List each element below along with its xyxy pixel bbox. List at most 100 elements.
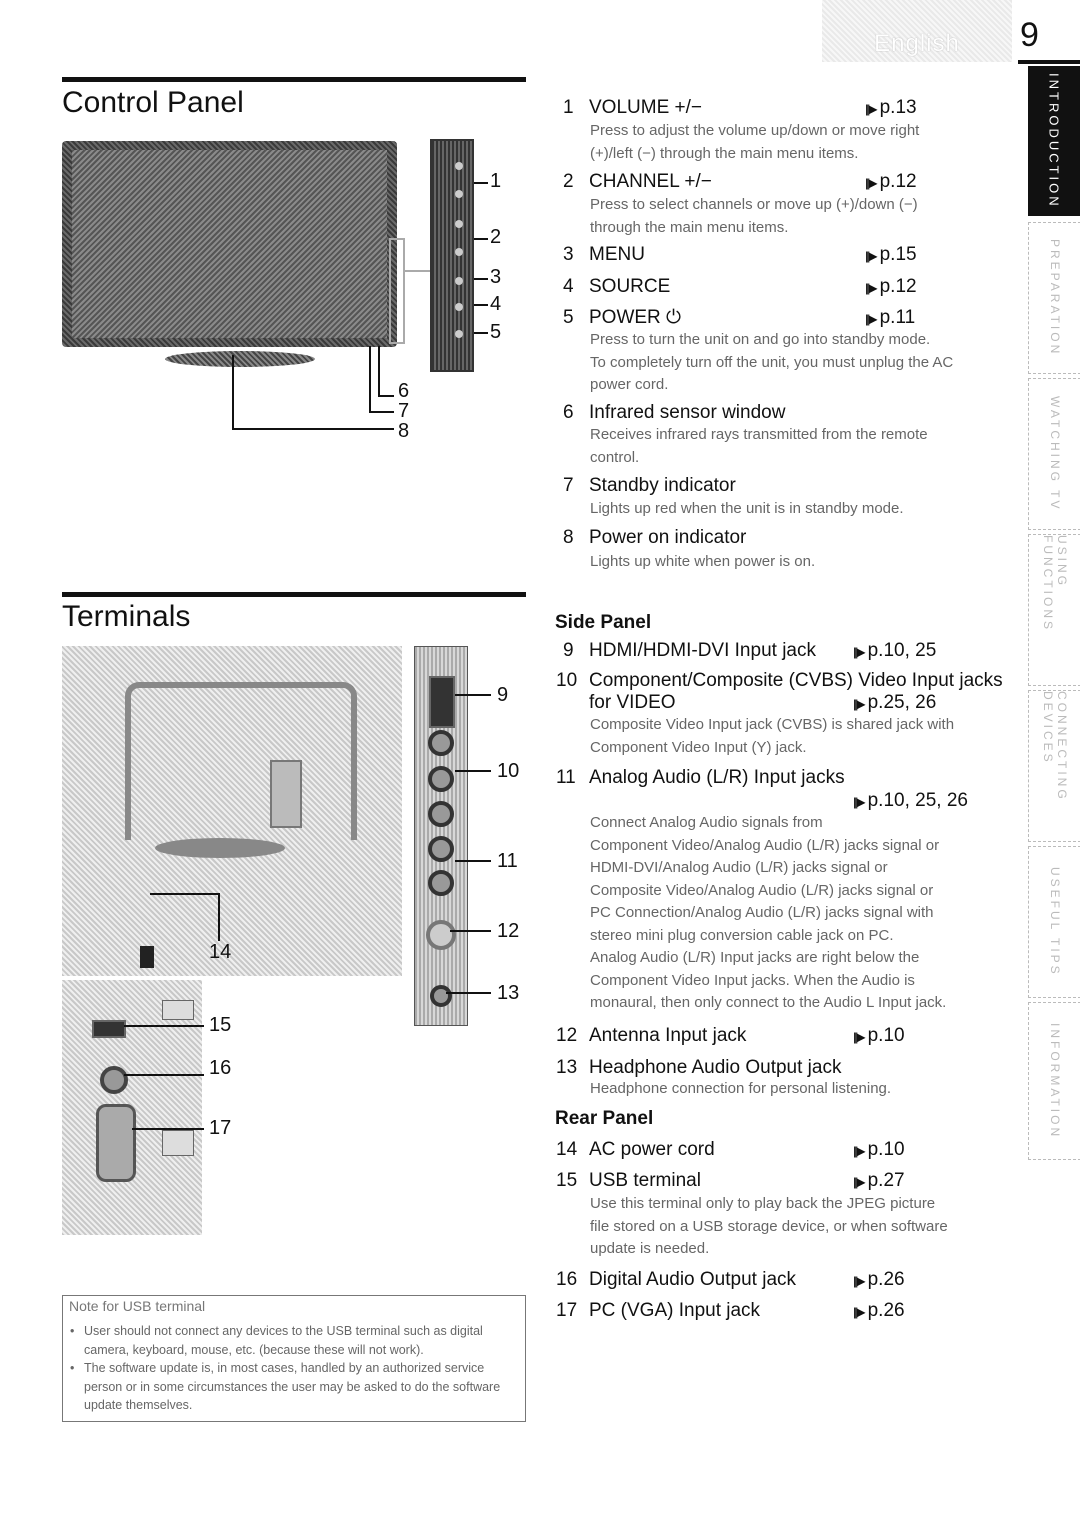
tab-label: USEFUL TIPS bbox=[1048, 867, 1062, 977]
tab-label: WATCHING TV bbox=[1048, 396, 1062, 512]
callout-12: 12 bbox=[497, 920, 520, 942]
audio-jack-icon bbox=[428, 836, 454, 862]
callout-3: 3 bbox=[490, 266, 502, 288]
page-ref[interactable]: |||▶p.26 bbox=[853, 1300, 905, 1322]
item-title: AC power cord bbox=[589, 1139, 715, 1160]
item-description: Composite Video Input jack (CVBS) is sha… bbox=[590, 716, 955, 756]
callout-line bbox=[446, 992, 491, 994]
control-highlight-connector bbox=[403, 270, 431, 272]
callout-line bbox=[455, 770, 491, 772]
callout-2: 2 bbox=[490, 226, 502, 248]
usb-note-box: Note for USB terminal User should not co… bbox=[62, 1295, 526, 1422]
language-label-box: English bbox=[822, 0, 1012, 62]
page-ref-text: p.12 bbox=[879, 171, 917, 192]
callout-15: 15 bbox=[209, 1014, 232, 1036]
item-description: Press to adjust the volume up/down or mo… bbox=[590, 122, 920, 162]
item-number: 12 bbox=[556, 1025, 578, 1046]
page-ref[interactable]: |||▶p.10 bbox=[853, 1139, 905, 1161]
item-title: Headphone Audio Output jack bbox=[589, 1057, 842, 1078]
item-number: 2 bbox=[563, 171, 574, 192]
tab-information[interactable]: INFORMATION bbox=[1028, 1002, 1080, 1160]
item-title: Standby indicator bbox=[589, 475, 736, 496]
tv-stand-illustration bbox=[165, 351, 315, 367]
item-title: HDMI/HDMI-DVI Input jack bbox=[589, 640, 816, 661]
page-number: 9 bbox=[1020, 16, 1039, 54]
ac-plug-icon bbox=[140, 946, 154, 968]
page-ref[interactable]: |||▶p.10 bbox=[853, 1025, 905, 1047]
page-ref-arrow-icon: |||▶ bbox=[853, 1175, 866, 1189]
callout-11: 11 bbox=[497, 850, 518, 872]
callout-9: 9 bbox=[497, 684, 509, 706]
control-panel-title: Control Panel bbox=[62, 86, 244, 119]
page-ref[interactable]: |||▶p.12 bbox=[865, 171, 917, 193]
page-ref-text: p.10, 25 bbox=[867, 640, 937, 661]
page-ref[interactable]: |||▶p.13 bbox=[865, 97, 917, 119]
item-number: 6 bbox=[563, 402, 574, 423]
terminals-rule bbox=[62, 592, 526, 597]
callout-line bbox=[369, 346, 371, 412]
item-number: 15 bbox=[556, 1170, 578, 1191]
page-ref[interactable]: |||▶p.11 bbox=[865, 307, 915, 329]
callout-17: 17 bbox=[209, 1117, 232, 1139]
volume-button-icon bbox=[455, 162, 463, 170]
channel-button-icon bbox=[455, 248, 463, 256]
menu-button-icon bbox=[455, 277, 463, 285]
page-ref[interactable]: |||▶p.10, 25 bbox=[853, 640, 936, 662]
tab-watching-tv[interactable]: WATCHING TV bbox=[1028, 378, 1080, 530]
page-ref[interactable]: |||▶p.12 bbox=[865, 276, 917, 298]
page-ref[interactable]: |||▶p.27 bbox=[853, 1170, 905, 1192]
page-ref-arrow-icon: |||▶ bbox=[865, 312, 878, 326]
item-description: Lights up white when power is on. bbox=[590, 553, 816, 570]
page-ref-text: p.12 bbox=[879, 276, 917, 297]
tab-connecting-devices[interactable]: CONNECTING DEVICES bbox=[1028, 690, 1080, 842]
page-ref-arrow-icon: |||▶ bbox=[865, 281, 878, 295]
page-ref-text: p.10, 25, 26 bbox=[867, 790, 968, 811]
item-title: Digital Audio Output jack bbox=[589, 1269, 797, 1290]
page-ref[interactable]: |||▶p.10, 25, 26 bbox=[853, 790, 968, 812]
tab-introduction[interactable]: INTRODUCTION bbox=[1028, 66, 1080, 216]
item-title: Component/Composite (CVBS) Video Input j… bbox=[589, 670, 1003, 691]
callout-1: 1 bbox=[490, 170, 502, 192]
callout-line bbox=[474, 182, 488, 184]
tab-label: INTRODUCTION bbox=[1046, 73, 1062, 209]
item-number: 5 bbox=[563, 307, 574, 328]
control-highlight-frame bbox=[389, 238, 405, 344]
callout-line bbox=[474, 332, 488, 334]
item-number: 11 bbox=[556, 767, 576, 788]
callout-line bbox=[450, 930, 491, 932]
page-ref[interactable]: |||▶p.15 bbox=[865, 244, 917, 266]
callout-line bbox=[378, 395, 394, 397]
language-label: English bbox=[874, 30, 960, 57]
pc-in-rgb-label-icon bbox=[162, 1130, 194, 1156]
tab-preparation[interactable]: PREPARATION bbox=[1028, 222, 1080, 374]
tv-screen-area bbox=[72, 150, 387, 338]
tab-useful-tips[interactable]: USEFUL TIPS bbox=[1028, 846, 1080, 998]
callout-14: 14 bbox=[209, 941, 232, 963]
item-description: Connect Analog Audio signals from Compon… bbox=[590, 814, 947, 1011]
page-number-rule bbox=[1018, 60, 1080, 64]
tab-label: INFORMATION bbox=[1048, 1022, 1062, 1140]
item-number: 7 bbox=[563, 475, 574, 496]
page-ref[interactable]: |||▶p.26 bbox=[853, 1269, 905, 1291]
antenna-jack-icon bbox=[426, 920, 456, 950]
item-title: USB terminal bbox=[589, 1170, 701, 1191]
item-number: 17 bbox=[556, 1300, 578, 1321]
callout-line bbox=[455, 860, 491, 862]
control-panel-rule bbox=[62, 77, 526, 82]
callout-line bbox=[378, 346, 380, 396]
item-title: Infrared sensor window bbox=[589, 402, 786, 423]
video-jack-icon bbox=[428, 766, 454, 792]
item-description: Press to select channels or move up (+)/… bbox=[590, 196, 918, 236]
usb-port-icon bbox=[92, 1020, 126, 1038]
callout-4: 4 bbox=[490, 293, 502, 315]
callout-13: 13 bbox=[497, 982, 520, 1004]
page-ref[interactable]: |||▶p.25, 26 bbox=[853, 692, 936, 714]
item-description: Use this terminal only to play back the … bbox=[590, 1195, 948, 1257]
page-ref-arrow-icon: |||▶ bbox=[853, 1144, 866, 1158]
tab-using-functions[interactable]: USING FUNCTIONS bbox=[1028, 534, 1080, 686]
audio-jack-icon bbox=[428, 870, 454, 896]
item-title: SOURCE bbox=[589, 276, 671, 297]
page-ref-arrow-icon: |||▶ bbox=[853, 1030, 866, 1044]
power-button-icon bbox=[455, 330, 463, 338]
item-title: Power on indicator bbox=[589, 527, 747, 548]
